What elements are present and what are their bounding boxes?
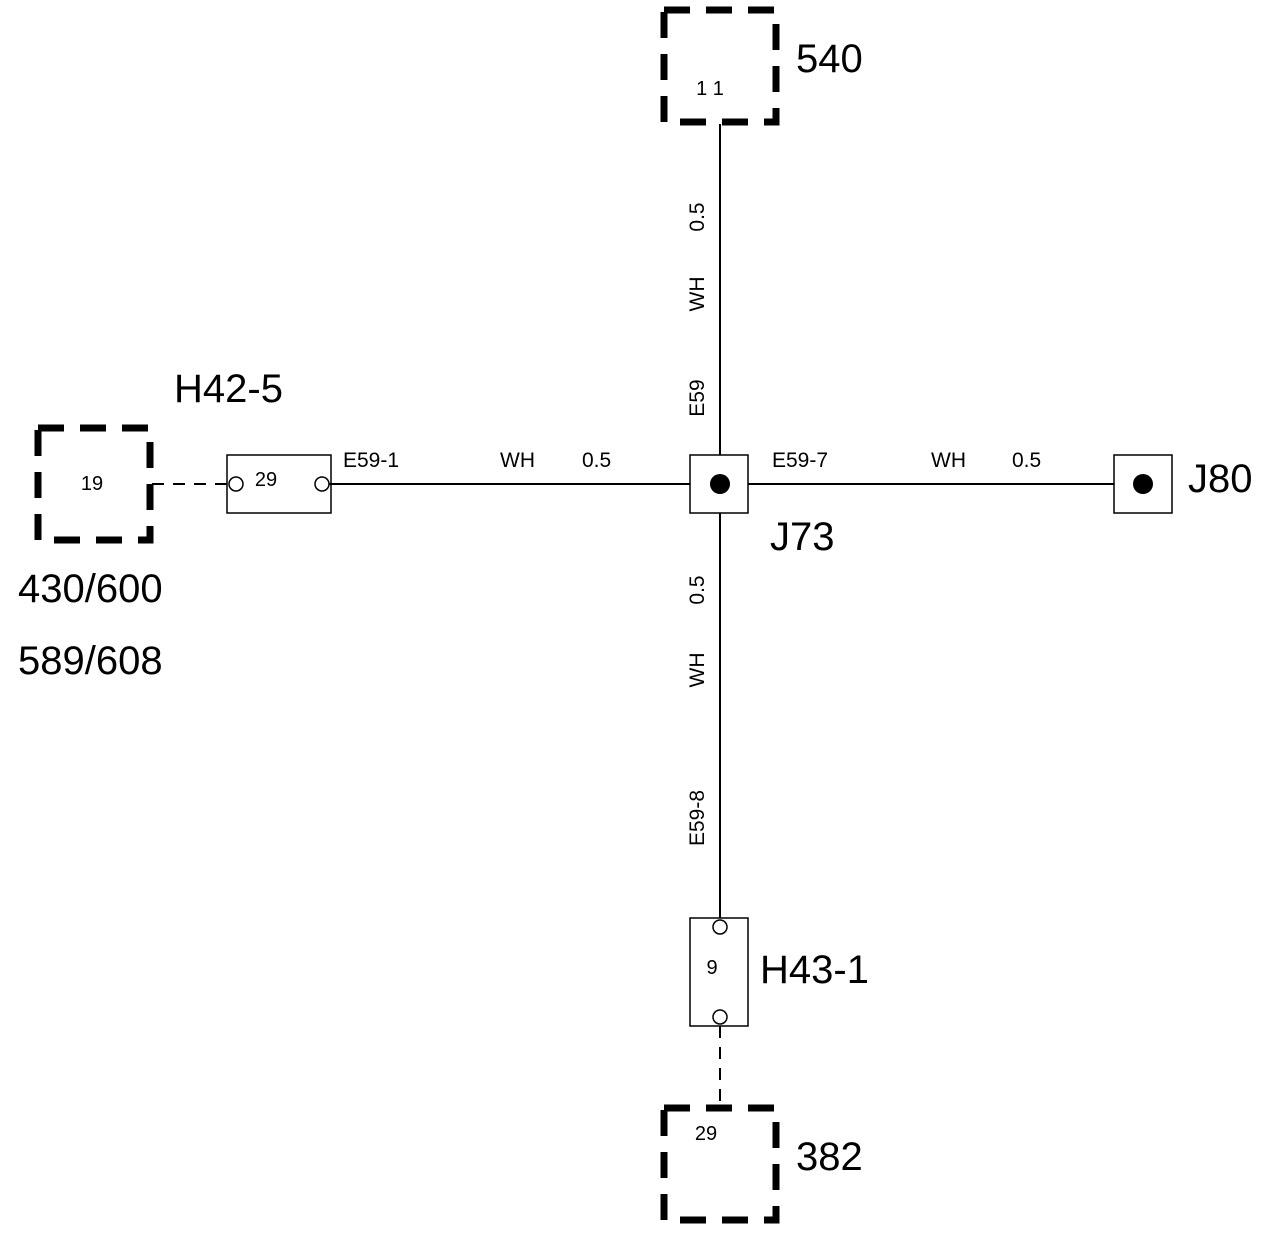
splice-j80-box bbox=[1113, 454, 1173, 514]
connector-h42-5-pin-b bbox=[314, 476, 330, 492]
wire-left-id: E59-1 bbox=[343, 449, 399, 472]
connector-h43-1-pin-b bbox=[712, 1009, 728, 1025]
component-540-label: 540 bbox=[796, 37, 863, 81]
component-left-ref-1: 430/600 bbox=[18, 567, 163, 611]
wire-left-size: 0.5 bbox=[582, 449, 611, 472]
component-540-pin: 1 1 bbox=[696, 78, 724, 100]
connector-h42-5-pin-number: 29 bbox=[255, 469, 277, 491]
component-382-label: 382 bbox=[796, 1135, 863, 1179]
wire-top-size: 0.5 bbox=[686, 202, 709, 231]
splice-j80: J80 bbox=[1113, 454, 1253, 514]
wire-right-id: E59-7 bbox=[772, 449, 828, 472]
connector-h42-5-pin-a bbox=[228, 476, 244, 492]
connector-h43-1-pin-number: 9 bbox=[706, 957, 717, 979]
splice-j73-dot bbox=[710, 474, 730, 494]
component-left: 19 430/600 589/608 bbox=[18, 424, 163, 683]
connector-h43-1: 9 H43-1 bbox=[689, 917, 869, 1027]
splice-j73-label: J73 bbox=[770, 515, 835, 559]
wire-top-color: WH bbox=[686, 277, 709, 312]
component-540-box bbox=[660, 6, 780, 126]
wire-right-size: 0.5 bbox=[1012, 449, 1041, 472]
connector-h42-5-label: H42-5 bbox=[174, 367, 283, 411]
component-left-pin: 19 bbox=[81, 473, 103, 495]
wire-bottom-id: E59-8 bbox=[686, 790, 709, 846]
wire-left-color: WH bbox=[500, 449, 535, 472]
wire-top-id: E59 bbox=[686, 379, 709, 416]
wire-right-color: WH bbox=[931, 449, 966, 472]
connector-h43-1-label: H43-1 bbox=[760, 948, 869, 992]
component-left-box bbox=[34, 424, 154, 544]
splice-j80-dot bbox=[1133, 474, 1153, 494]
component-382-pin: 29 bbox=[695, 1123, 717, 1145]
wire-bottom-color: WH bbox=[686, 653, 709, 688]
connector-h42-5-body bbox=[226, 454, 332, 514]
splice-j80-label: J80 bbox=[1188, 457, 1253, 501]
connector-h42-5: 29 H42-5 bbox=[174, 367, 332, 514]
connector-h43-1-body bbox=[689, 917, 749, 1027]
component-540: 1 1 540 bbox=[660, 6, 863, 126]
component-382-box bbox=[660, 1104, 780, 1224]
wire-bottom-size: 0.5 bbox=[686, 575, 709, 604]
connector-h43-1-pin-a bbox=[712, 919, 728, 935]
component-left-ref-2: 589/608 bbox=[18, 639, 163, 683]
component-382: 29 382 bbox=[660, 1104, 863, 1224]
